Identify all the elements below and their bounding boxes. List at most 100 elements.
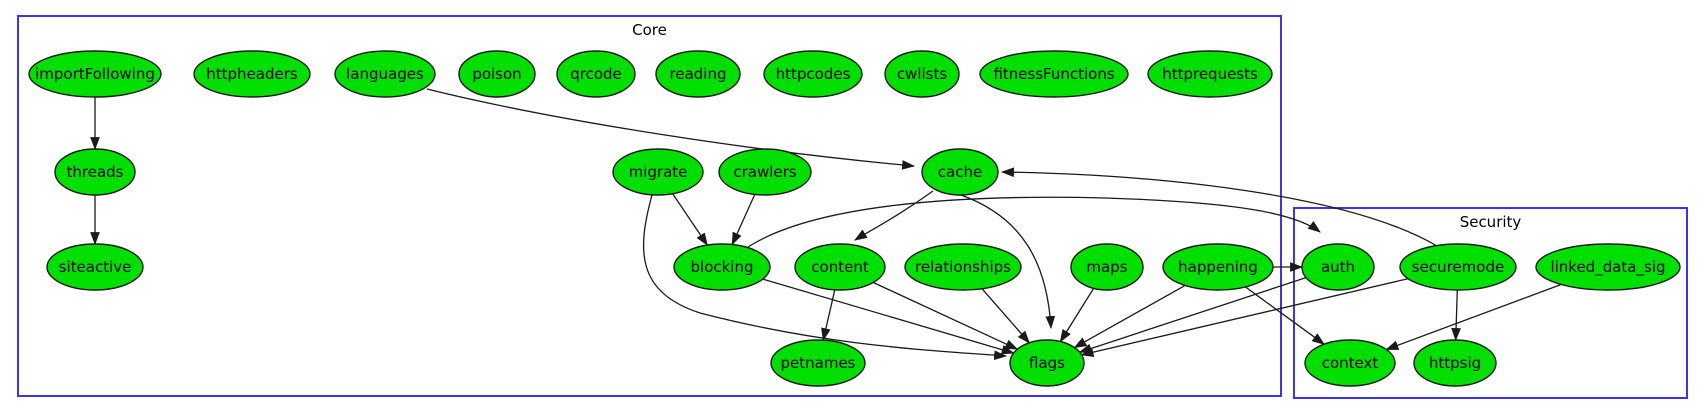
node-ellipse-crawlers xyxy=(718,148,812,196)
node-label-auth: auth xyxy=(1321,258,1355,276)
node-threads: threads xyxy=(54,148,136,196)
cluster-core-label: Core xyxy=(632,21,667,39)
node-ellipse-httpcodes xyxy=(763,50,863,98)
node-ellipse-linked_data_sig xyxy=(1535,243,1681,291)
node-ellipse-flags xyxy=(1009,339,1085,387)
node-ellipse-content xyxy=(794,243,886,291)
node-petnames: petnames xyxy=(770,339,866,387)
edge-cache-content xyxy=(854,190,934,241)
node-label-httpcodes: httpcodes xyxy=(776,65,851,83)
cluster-security: Security xyxy=(1293,207,1688,399)
edge-auth-flags xyxy=(1078,276,1307,354)
node-ellipse-auth xyxy=(1301,243,1375,291)
node-maps: maps xyxy=(1070,243,1144,291)
node-flags: flags xyxy=(1009,339,1085,387)
node-ellipse-fitnessFunctions xyxy=(979,50,1129,98)
node-content: content xyxy=(794,243,886,291)
node-label-qrcode: qrcode xyxy=(570,65,622,83)
node-crawlers: crawlers xyxy=(718,148,812,196)
node-label-siteactive: siteactive xyxy=(59,258,132,276)
node-fitnessFunctions: fitnessFunctions xyxy=(979,50,1129,98)
node-ellipse-qrcode xyxy=(556,50,636,98)
edge-securemode-flags xyxy=(1080,278,1409,357)
node-httprequests: httprequests xyxy=(1147,50,1273,98)
node-ellipse-happening xyxy=(1162,243,1274,291)
node-ellipse-cwlists xyxy=(884,50,960,98)
node-happening: happening xyxy=(1162,243,1274,291)
node-ellipse-cache xyxy=(921,148,999,196)
node-qrcode: qrcode xyxy=(556,50,636,98)
node-languages: languages xyxy=(334,50,436,98)
edge-happening-context xyxy=(1245,286,1325,345)
node-label-httpsig: httpsig xyxy=(1429,354,1481,372)
node-label-relationships: relationships xyxy=(915,258,1011,276)
edge-securemode-cache xyxy=(1000,167,1438,247)
node-ellipse-petnames xyxy=(770,339,866,387)
node-label-poison: poison xyxy=(472,65,521,83)
node-ellipse-httpsig xyxy=(1413,339,1497,387)
edge-content-petnames xyxy=(821,289,836,342)
node-ellipse-importFollowing xyxy=(28,50,162,98)
node-reading: reading xyxy=(655,50,741,98)
edge-content-flags xyxy=(873,281,1019,350)
node-ellipse-threads xyxy=(54,148,136,196)
node-importFollowing: importFollowing xyxy=(28,50,162,98)
node-httpsig: httpsig xyxy=(1413,339,1497,387)
node-label-cache: cache xyxy=(938,163,982,181)
edge-migrate-blocking xyxy=(672,193,708,246)
edge-blocking-flags xyxy=(762,278,1015,355)
edge-crawlers-blocking xyxy=(731,194,756,246)
node-context: context xyxy=(1304,339,1396,387)
node-cache: cache xyxy=(921,148,999,196)
edge-securemode-httpsig xyxy=(1451,289,1461,342)
node-ellipse-context xyxy=(1304,339,1396,387)
node-ellipse-maps xyxy=(1070,243,1144,291)
node-linked_data_sig: linked_data_sig xyxy=(1535,243,1681,291)
edge-maps-flags xyxy=(1059,288,1095,343)
node-poison: poison xyxy=(458,50,536,98)
node-migrate: migrate xyxy=(612,148,704,196)
node-label-blocking: blocking xyxy=(691,258,754,276)
node-label-threads: threads xyxy=(67,163,124,181)
node-ellipse-securemode xyxy=(1399,243,1517,291)
node-label-linked_data_sig: linked_data_sig xyxy=(1550,258,1665,277)
node-ellipse-migrate xyxy=(612,148,704,196)
edge-cache-flags xyxy=(960,194,1056,330)
node-ellipse-siteactive xyxy=(46,243,144,291)
edge-layer xyxy=(90,88,1562,361)
node-label-context: context xyxy=(1322,354,1379,372)
edge-linked_data_sig-context xyxy=(1385,283,1562,351)
node-label-securemode: securemode xyxy=(1412,258,1504,276)
node-relationships: relationships xyxy=(904,243,1022,291)
node-label-httpheaders: httpheaders xyxy=(206,65,298,83)
node-ellipse-languages xyxy=(334,50,436,98)
node-label-petnames: petnames xyxy=(781,354,856,372)
edge-migrate-flags xyxy=(642,194,1008,361)
node-ellipse-httpheaders xyxy=(193,50,311,98)
node-label-httprequests: httprequests xyxy=(1162,65,1258,83)
node-ellipse-poison xyxy=(458,50,536,98)
node-label-cwlists: cwlists xyxy=(897,65,948,83)
node-label-languages: languages xyxy=(346,65,424,83)
node-label-crawlers: crawlers xyxy=(733,163,796,181)
node-securemode: securemode xyxy=(1399,243,1517,291)
node-httpheaders: httpheaders xyxy=(193,50,311,98)
node-label-migrate: migrate xyxy=(629,163,688,181)
cluster-security-label: Security xyxy=(1459,213,1522,231)
node-ellipse-blocking xyxy=(673,243,771,291)
node-label-flags: flags xyxy=(1029,354,1065,372)
node-label-happening: happening xyxy=(1178,258,1258,276)
edge-blocking-auth xyxy=(747,196,1321,248)
node-auth: auth xyxy=(1301,243,1375,291)
node-ellipse-relationships xyxy=(904,243,1022,291)
node-label-content: content xyxy=(811,258,869,276)
node-blocking: blocking xyxy=(673,243,771,291)
node-cwlists: cwlists xyxy=(884,50,960,98)
node-ellipse-httprequests xyxy=(1147,50,1273,98)
node-httpcodes: httpcodes xyxy=(763,50,863,98)
node-label-maps: maps xyxy=(1086,258,1127,276)
cluster-core: Core xyxy=(17,15,1282,397)
node-label-fitnessFunctions: fitnessFunctions xyxy=(993,65,1114,83)
